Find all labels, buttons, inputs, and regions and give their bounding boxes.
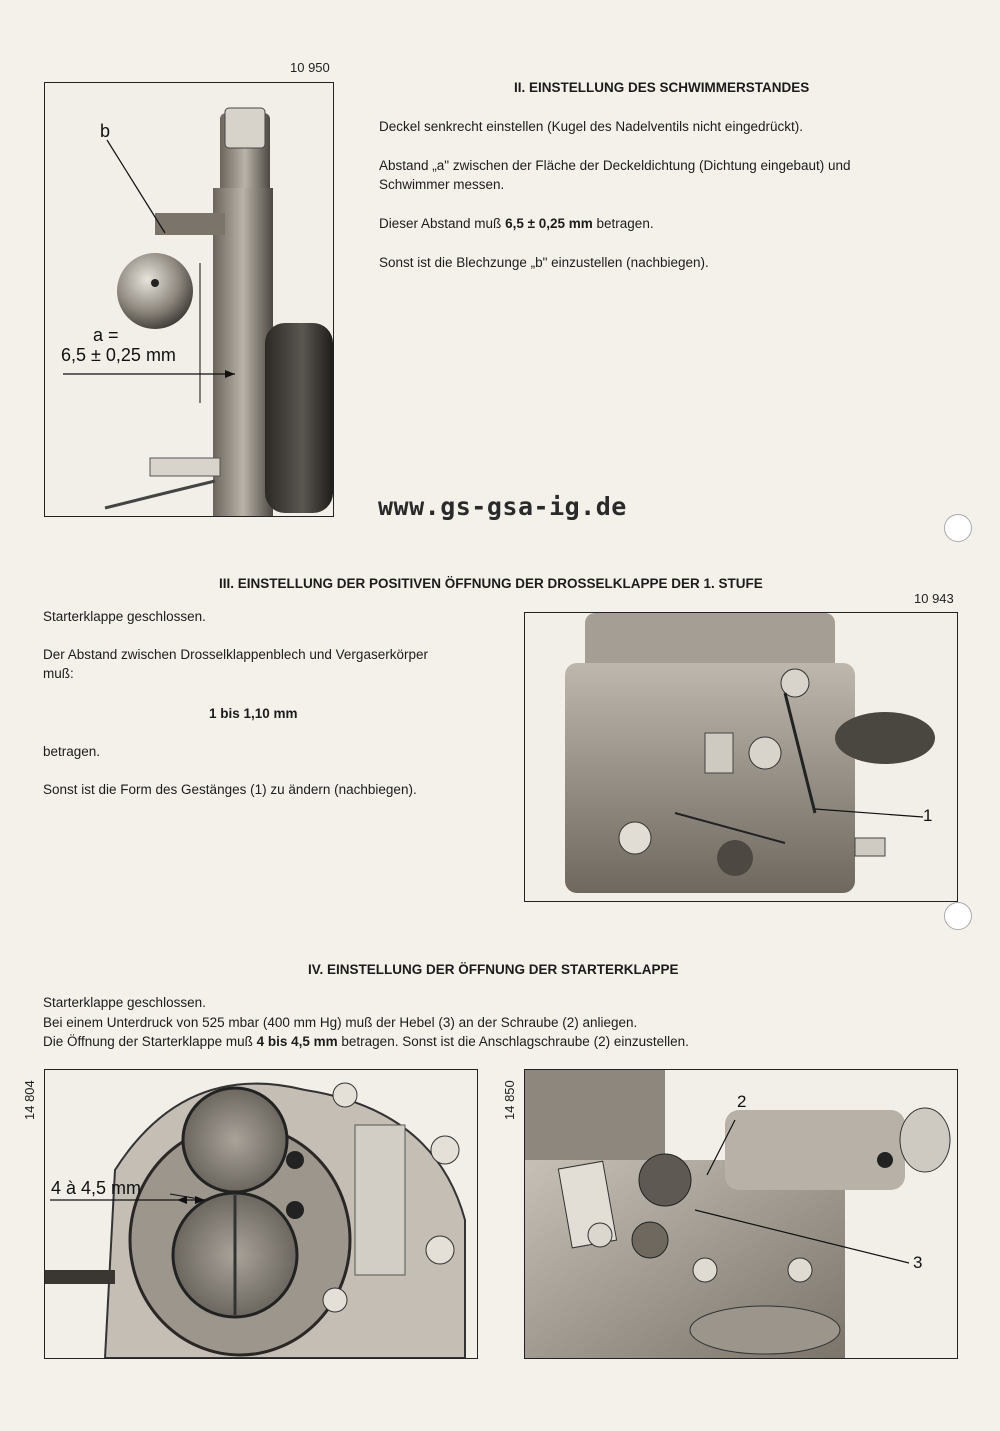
section3-title: III. EINSTELLUNG DER POSITIVEN ÖFFNUNG D… xyxy=(219,576,763,591)
section4-p3-pre: Die Öffnung der Starterklappe muß xyxy=(43,1034,257,1049)
choke-opening-photo: 4 à 4,5 mm xyxy=(44,1069,478,1359)
carburetor-side-illustration xyxy=(565,613,935,893)
section3-paragraph-2-line2: muß: xyxy=(43,666,74,681)
section3-paragraph-1: Starterklappe geschlossen. xyxy=(43,609,206,624)
carburetor-top-illustration xyxy=(45,1082,466,1358)
label-choke-dimension: 4 à 4,5 mm xyxy=(51,1178,142,1198)
figure-number-10943: 10 943 xyxy=(914,591,954,606)
section3-value-bold: 1 bis 1,10 mm xyxy=(209,706,298,721)
section2-paragraph-2-line2: Schwimmer messen. xyxy=(379,177,505,192)
section4-p3-post: betragen. Sonst ist die Anschlagschraube… xyxy=(337,1034,689,1049)
label-b: b xyxy=(100,121,111,141)
choke-mechanism-illustration xyxy=(525,1070,951,1358)
section2-p3-post: betragen. xyxy=(592,216,654,231)
section4-paragraph-1: Starterklappe geschlossen. xyxy=(43,995,206,1010)
section2-paragraph-2-line1: Abstand „a" zwischen der Fläche der Deck… xyxy=(379,158,851,173)
section4-paragraph-2: Bei einem Unterdruck von 525 mbar (400 m… xyxy=(43,1015,638,1030)
carburetor-cover-illustration xyxy=(63,107,333,516)
section3-paragraph-3: betragen. xyxy=(43,744,101,759)
throttle-linkage-photo: 1 xyxy=(524,612,958,902)
section4-title: IV. EINSTELLUNG DER ÖFFNUNG DER STARTERK… xyxy=(308,962,679,977)
punch-hole-lower xyxy=(944,902,972,930)
label-1: 1 xyxy=(923,806,933,825)
section2-paragraph-1: Deckel senkrecht einstellen (Kugel des N… xyxy=(379,119,803,134)
section2-paragraph-4: Sonst ist die Blechzunge „b" einzustelle… xyxy=(379,255,709,270)
section4-paragraph-3: Die Öffnung der Starterklappe muß 4 bis … xyxy=(43,1032,689,1051)
section3-paragraph-4: Sonst ist die Form des Gestänges (1) zu … xyxy=(43,782,417,797)
section2-title: II. EINSTELLUNG DES SCHWIMMERSTANDES xyxy=(514,80,810,95)
figure-number-10950: 10 950 xyxy=(290,60,330,75)
label-2: 2 xyxy=(737,1092,747,1111)
float-level-photo: b a = 6,5 ± 0,25 mm xyxy=(44,82,334,517)
section3-paragraph-2-line1: Der Abstand zwischen Drosselklappenblech… xyxy=(43,647,428,662)
label-3: 3 xyxy=(913,1253,923,1272)
section3-value: 1 bis 1,10 mm xyxy=(209,704,298,723)
label-a: a = xyxy=(93,325,119,345)
section2-paragraph-3: Dieser Abstand muß 6,5 ± 0,25 mm betrage… xyxy=(379,214,654,233)
section2-p3-pre: Dieser Abstand muß xyxy=(379,216,506,231)
section2-p3-value: 6,5 ± 0,25 mm xyxy=(505,216,593,231)
punch-hole-upper xyxy=(944,514,972,542)
choke-lever-photo: 2 3 xyxy=(524,1069,958,1359)
section4-p3-value: 4 bis 4,5 mm xyxy=(256,1034,338,1049)
figure-number-14804: 14 804 xyxy=(22,1080,37,1120)
watermark-url[interactable]: www.gs-gsa-ig.de xyxy=(378,492,627,521)
label-float-dimension: 6,5 ± 0,25 mm xyxy=(61,345,176,365)
figure-number-14850: 14 850 xyxy=(502,1080,517,1120)
